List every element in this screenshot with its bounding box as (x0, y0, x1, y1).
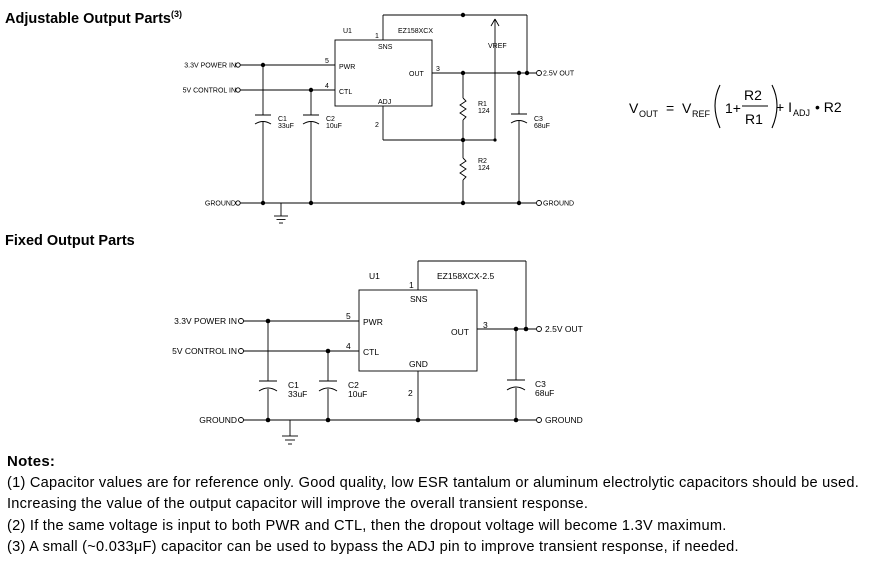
pin-out-fixed: OUT (451, 327, 469, 337)
pin-adj: ADJ (378, 99, 391, 106)
footnote-ref: (3) (170, 9, 182, 19)
pin-num-out-fixed: 3 (483, 320, 488, 330)
input-control-fixed: 5V CONTROL IN (172, 346, 237, 356)
fixed-heading: Fixed Output Parts (5, 233, 135, 249)
formula-v2: V (682, 100, 692, 116)
formula-r1: R1 (745, 111, 763, 127)
c3-value-fixed: 68uF (535, 388, 554, 398)
pin-pwr-fixed: PWR (363, 317, 383, 327)
ic-ref: U1 (343, 28, 352, 35)
pin-num-pwr: 5 (325, 58, 329, 65)
schematics: U1 EZ158XCX 1 SNS 5 PWR 4 CTL OUT 3 ADJ … (172, 12, 842, 445)
formula-plus-i: + I (776, 99, 792, 115)
fixed-circuit (238, 260, 542, 445)
formula-equals: = (666, 100, 674, 116)
formula-ref-sub: REF (692, 109, 711, 119)
c2-value-fixed: 10uF (348, 389, 367, 399)
pin-num-out: 3 (436, 66, 440, 73)
r1-value: 124 (478, 108, 490, 115)
ic-ref-fixed: U1 (369, 271, 380, 281)
c1-ref-fixed: C1 (288, 380, 299, 390)
pin-num-gnd-fixed: 2 (408, 388, 413, 398)
note-3: (3) A small (~0.033μF) capacitor can be … (7, 539, 739, 555)
formula-r2: R2 (744, 87, 762, 103)
pin-ctl: CTL (339, 89, 352, 96)
output-ground-fixed: GROUND (545, 415, 583, 425)
labels-adjustable: U1 EZ158XCX 1 SNS 5 PWR 4 CTL OUT 3 ADJ … (183, 28, 575, 208)
r2-value: 124 (478, 165, 490, 172)
formula-dot-r2: • R2 (815, 99, 842, 115)
c2-ref-fixed: C2 (348, 380, 359, 390)
pin-ctl-fixed: CTL (363, 347, 379, 357)
c2-value: 10uF (326, 123, 342, 130)
vref-label: VREF (488, 43, 507, 50)
pin-gnd-fixed: GND (409, 359, 428, 369)
pin-num-sns: 1 (375, 33, 379, 40)
output-out-fixed: 2.5V OUT (545, 324, 583, 334)
c2-ref: C2 (326, 116, 335, 123)
input-control: 5V CONTROL IN (183, 88, 236, 95)
pin-out: OUT (409, 71, 425, 78)
c1-value-fixed: 33uF (288, 389, 307, 399)
input-ground: GROUND (205, 201, 236, 208)
formula-one-plus: 1+ (725, 100, 741, 116)
pin-sns: SNS (378, 44, 393, 51)
pin-pwr: PWR (339, 64, 355, 71)
pin-sns-fixed: SNS (410, 294, 428, 304)
adjustable-heading: Adjustable Output Parts(3) (5, 9, 182, 27)
r1-ref: R1 (478, 101, 487, 108)
note-2: (2) If the same voltage is input to both… (7, 517, 727, 534)
pin-num-pwr-fixed: 5 (346, 311, 351, 321)
notes-section: Notes: (1) Capacitor values are for refe… (7, 451, 885, 559)
c3-value: 68uF (534, 123, 550, 130)
labels-fixed: U1 EZ158XCX-2.5 1 SNS 5 PWR 4 CTL OUT 3 … (172, 271, 583, 425)
junctions-fixed (265, 318, 529, 423)
c1-value: 33uF (278, 123, 294, 130)
adjustable-circuit (235, 14, 542, 224)
ic-part: EZ158XCX (398, 28, 433, 35)
pin-num-adj: 2 (375, 122, 379, 129)
c3-ref: C3 (534, 116, 543, 123)
capacitor-plates-fixed (258, 379, 526, 392)
pin-num-ctl-fixed: 4 (346, 341, 351, 351)
capacitor-plates-adjustable (254, 113, 528, 125)
input-power: 3.3V POWER IN (184, 63, 236, 70)
ic-part-fixed: EZ158XCX-2.5 (437, 271, 494, 281)
junctions-adjustable (260, 12, 530, 206)
pin-num-sns-fixed: 1 (409, 280, 414, 290)
pin-num-ctl: 4 (325, 83, 329, 90)
output-out: 2.5V OUT (543, 71, 575, 78)
notes-title: Notes: (7, 453, 56, 470)
input-power-fixed: 3.3V POWER IN (174, 316, 237, 326)
note-1: (1) Capacitor values are for reference o… (7, 474, 860, 513)
formula-v: V (629, 100, 639, 116)
formula-out-sub: OUT (639, 109, 659, 119)
output-ground: GROUND (543, 201, 574, 208)
r2-ref: R2 (478, 158, 487, 165)
c1-ref: C1 (278, 116, 287, 123)
input-ground-fixed: GROUND (199, 415, 237, 425)
vout-formula: V OUT = V REF 1+ R2 R1 + I ADJ • R2 (629, 84, 842, 129)
formula-adj-sub: ADJ (793, 108, 810, 118)
c3-ref-fixed: C3 (535, 379, 546, 389)
